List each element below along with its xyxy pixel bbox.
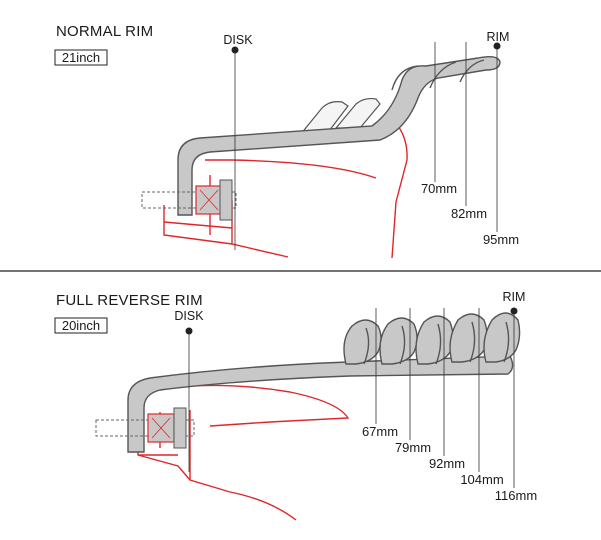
hub-outline xyxy=(137,384,350,521)
measurement-label: 67mm xyxy=(362,424,398,439)
rim-label: RIM xyxy=(503,290,526,304)
measurement-label: 104mm xyxy=(460,472,503,487)
bolt-stud xyxy=(141,179,237,221)
rim-profile xyxy=(177,55,501,216)
bolt-stud xyxy=(95,407,195,449)
panel-title: FULL REVERSE RIM xyxy=(56,292,203,309)
panel-title: NORMAL RIM xyxy=(56,23,153,40)
measurement-label: 82mm xyxy=(451,206,487,221)
rim-profile xyxy=(127,312,521,453)
ghost-rim-profiles xyxy=(298,97,381,136)
measurement-label: 92mm xyxy=(429,456,465,471)
measurement-label: 70mm xyxy=(421,181,457,196)
rim-label: RIM xyxy=(487,30,510,44)
size-tag: 21inch xyxy=(62,50,100,65)
measurement-lines xyxy=(375,308,480,472)
rim-callout: RIM xyxy=(487,30,510,232)
hub-outline xyxy=(163,125,408,259)
measurement-label: 95mm xyxy=(483,232,519,247)
panel-normal-rim: NORMAL RIM 21inch xyxy=(54,23,519,259)
panel-full-reverse-rim: FULL REVERSE RIM 20inch xyxy=(54,290,537,521)
measurement-label: 79mm xyxy=(395,440,431,455)
size-tag: 20inch xyxy=(62,318,100,333)
disk-callout: DISK xyxy=(223,33,253,250)
disk-label: DISK xyxy=(223,33,253,47)
measurement-label: 116mm xyxy=(495,488,537,503)
measurement-lines xyxy=(434,42,467,206)
disk-label: DISK xyxy=(174,309,204,323)
size-tag-box xyxy=(54,317,108,334)
size-tag-box xyxy=(54,49,108,66)
disk-callout: DISK xyxy=(174,309,204,472)
rim-callout: RIM xyxy=(503,290,526,488)
